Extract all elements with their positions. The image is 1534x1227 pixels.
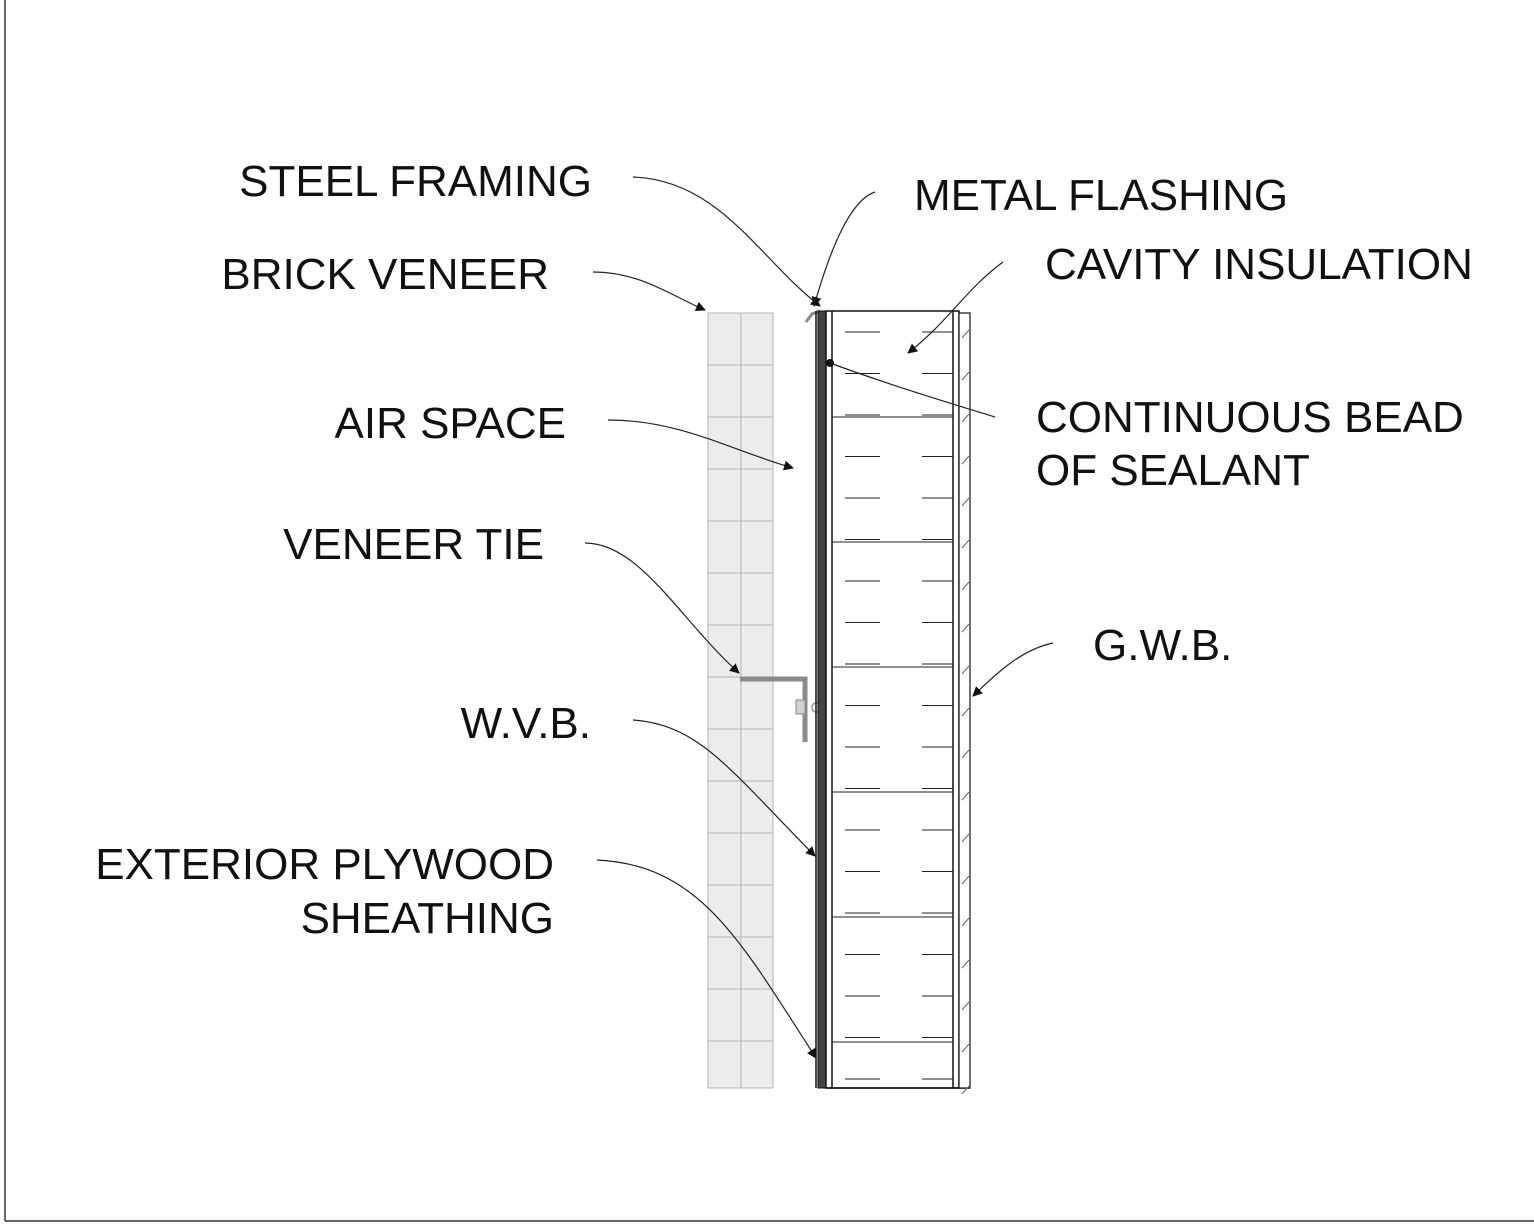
leader-brick-veneer: [592, 271, 706, 312]
leader-wvb: [632, 719, 816, 857]
leader-air-space: [607, 419, 794, 471]
brick-veneer: [707, 312, 774, 1089]
label-cavity-insulation: CAVITY INSULATION: [1045, 240, 1473, 289]
leader-lines: [584, 176, 1054, 1059]
label-metal-flashing: METAL FLASHING: [914, 171, 1288, 220]
page-frame: [4, 0, 1534, 1222]
label-wvb: W.V.B.: [461, 699, 591, 748]
leader-exterior-plywood: [596, 859, 817, 1059]
label-sealant-line2: OF SEALANT: [1036, 446, 1310, 495]
brick-joints: [708, 312, 773, 1088]
leader-cavity-insulation: [907, 261, 1004, 354]
cavity-insulation-marks: [832, 331, 953, 1080]
label-gwb: G.W.B.: [1093, 621, 1232, 670]
leader-metal-flashing: [811, 191, 876, 307]
gypsum-wallboard: [958, 312, 971, 1095]
label-steel-framing: STEEL FRAMING: [239, 157, 592, 206]
leader-steel-framing: [632, 176, 821, 307]
label-brick-veneer: BRICK VENEER: [221, 250, 549, 299]
leader-veneer-tie: [584, 542, 740, 674]
labels: STEEL FRAMING BRICK VENEER AIR SPACE VEN…: [95, 157, 1473, 943]
leader-sealant: [829, 362, 996, 418]
leader-gwb: [972, 642, 1054, 697]
gwb-ticks: [961, 329, 970, 1095]
label-veneer-tie: VENEER TIE: [283, 520, 544, 569]
metal-flashing: [804, 309, 821, 323]
label-air-space: AIR SPACE: [335, 399, 566, 448]
label-exterior-plywood: EXTERIOR PLYWOOD: [95, 840, 554, 889]
steel-stud-cavity: [825, 310, 970, 1089]
label-sealant-line1: CONTINUOUS BEAD: [1036, 393, 1464, 442]
plywood-sheathing: [815, 310, 827, 1089]
label-sheathing: SHEATHING: [301, 894, 554, 943]
